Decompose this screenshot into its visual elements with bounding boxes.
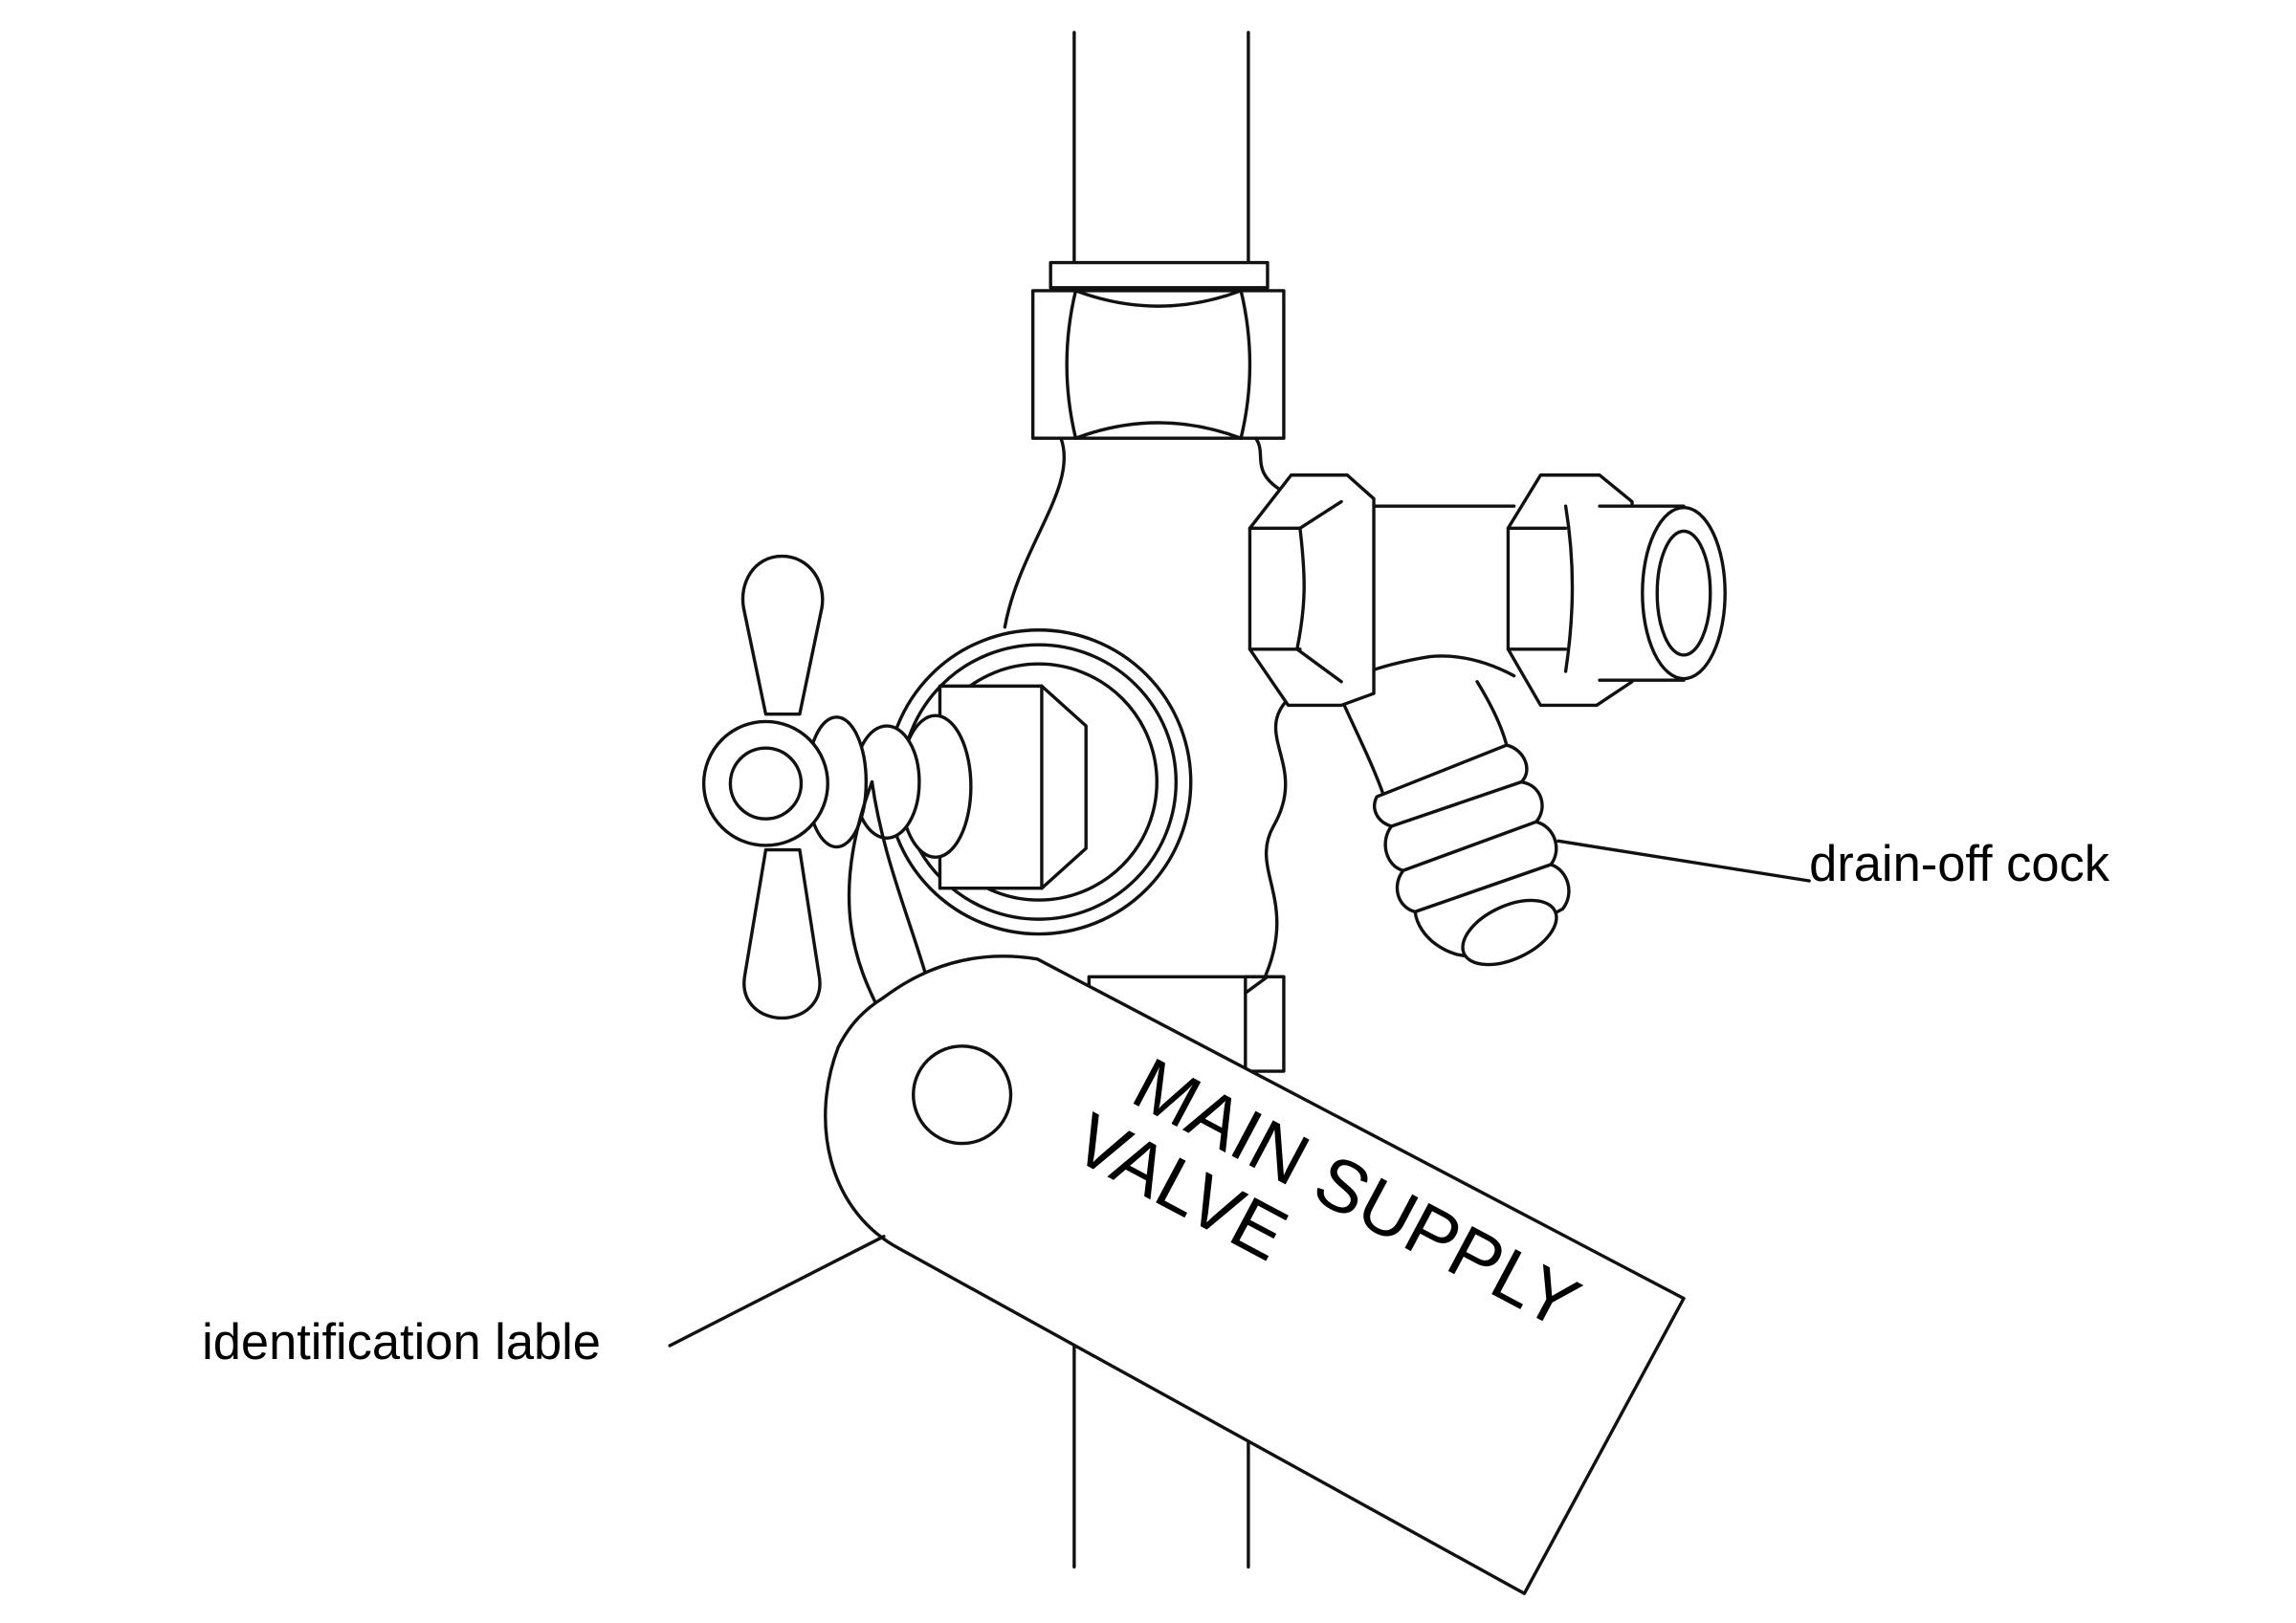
label-drain-off-cock: drain-off cock bbox=[1809, 837, 2110, 892]
bonnet bbox=[805, 628, 1193, 936]
drain-off-cock bbox=[1247, 473, 1727, 967]
leader-line-tag bbox=[668, 1235, 886, 1348]
union-nut bbox=[1030, 260, 1286, 440]
leader-line-drain bbox=[1556, 839, 1811, 883]
leader-lines bbox=[668, 839, 1811, 1348]
cross-handle bbox=[701, 554, 829, 1020]
label-identification: identification lable bbox=[202, 1315, 601, 1371]
